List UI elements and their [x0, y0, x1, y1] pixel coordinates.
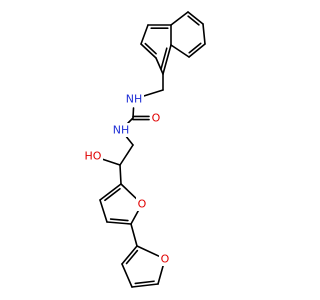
atom-label-oh: HO	[85, 150, 102, 163]
atom-label-bg-ob	[159, 252, 171, 266]
atom-label-bg-n1	[124, 92, 144, 106]
bond-ch2b-choh	[119, 144, 134, 166]
bond-c7-c8-inner	[188, 42, 202, 54]
bond-ch2a-n1	[141, 89, 164, 98]
bonds-layer	[99, 11, 206, 288]
atom-label-n2: NH	[113, 124, 130, 137]
bond-c8-c9	[170, 44, 190, 58]
atom-label-oa: O	[138, 198, 147, 211]
bond-c7-c8	[188, 43, 206, 58]
bond-fa4-fa5-inner	[109, 218, 129, 222]
bond-c10-c1	[155, 57, 164, 75]
structure-drawing: NH O NH HO O O	[83, 11, 206, 288]
bond-c9-c10-inner	[160, 47, 168, 70]
atom-label-bg-oh	[83, 149, 103, 163]
atom-label-ourea: O	[152, 112, 161, 125]
bond-fa5-oa	[130, 209, 140, 225]
bond-c6-c7	[202, 23, 206, 45]
bond-c1-c2	[140, 43, 157, 59]
bond-fa4-fa5	[106, 221, 132, 225]
bond-c5-c6-inner	[187, 15, 200, 26]
bond-curea-n2	[126, 117, 134, 125]
bond-fb4-fb5-inner	[134, 280, 155, 285]
bond-c4-c5	[170, 11, 189, 26]
bond-fa2-fa3	[99, 183, 122, 201]
bond-c5-c6	[187, 11, 204, 25]
bond-choh-oh	[100, 158, 121, 166]
bond-n2-ch2b	[125, 136, 134, 146]
bond-fb3-fb4	[121, 263, 133, 288]
bond-ob-fb2	[136, 245, 160, 257]
bond-fb5-ob	[157, 264, 164, 285]
bond-fb4-fb5	[131, 283, 159, 288]
atom-label-bg-oa	[136, 197, 148, 211]
bond-choh-fa2	[119, 164, 122, 185]
bond-fa2-fa3-inner	[104, 187, 121, 202]
bond-c1-c2-inner	[144, 42, 157, 55]
bond-oa-fa2	[120, 183, 138, 200]
bond-fb2-fb3	[121, 245, 138, 265]
bond-c2-c3	[140, 24, 149, 45]
atom-label-bg-n2	[111, 123, 131, 137]
atom-labels-layer: NH O NH HO O O	[83, 92, 171, 266]
atom-label-bg-ourea	[150, 111, 162, 125]
bond-fb2-fb3-inner	[125, 249, 139, 265]
molecule-diagram: NH O NH HO O O	[83, 11, 206, 288]
bond-c9-c10	[162, 44, 172, 75]
atom-label-n1: NH	[126, 93, 143, 106]
bond-fa5-fb2	[130, 223, 138, 247]
atom-label-ob: O	[161, 253, 170, 266]
bond-fa3-fa4	[99, 199, 108, 223]
